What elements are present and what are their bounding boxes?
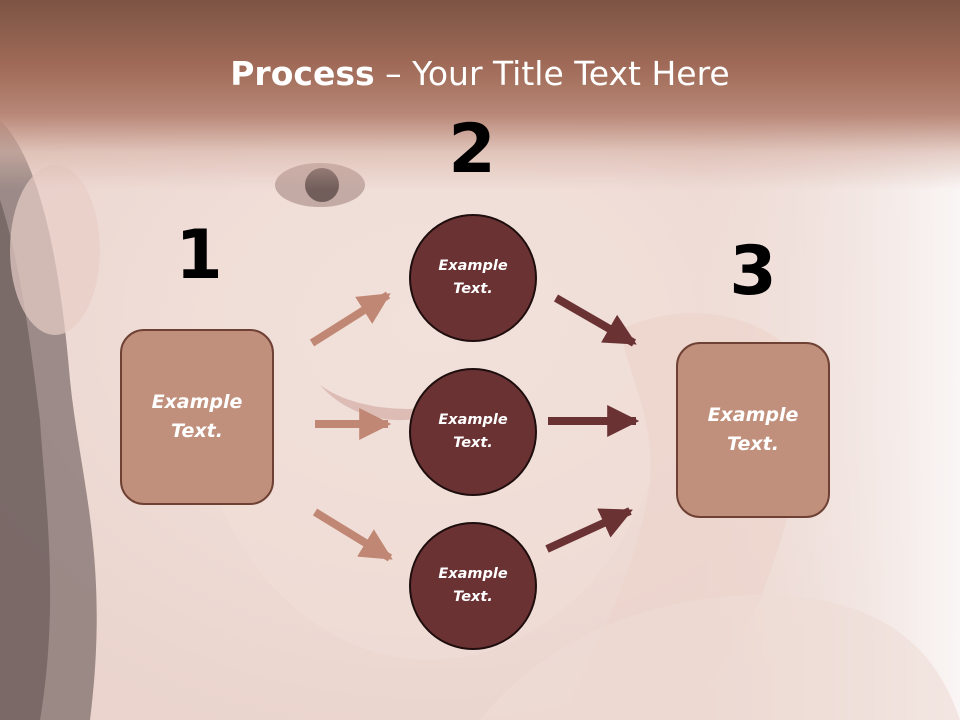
step-1-label: Example Text. (151, 391, 243, 442)
step-3-label: Example Text. (707, 404, 799, 455)
title-bold: Process (230, 54, 375, 93)
title-rest: – Your Title Text Here (374, 54, 730, 93)
step-1-box: Example Text. (120, 329, 274, 505)
header-band (0, 0, 960, 190)
step-2-number: 2 (448, 110, 496, 189)
step-2-circle-middle: Example Text. (409, 368, 537, 496)
step-2-circle-top: Example Text. (409, 214, 537, 342)
step-3-box: Example Text. (676, 342, 830, 518)
arrow-bottom-to-3 (545, 507, 633, 553)
step-3-number: 3 (729, 232, 777, 311)
circle-bottom-label: Example Text. (438, 566, 508, 605)
circle-top-label: Example Text. (438, 258, 508, 297)
step-2-circle-bottom: Example Text. (409, 522, 537, 650)
arrow-top-to-3 (554, 294, 637, 347)
circle-middle-label: Example Text. (438, 412, 508, 451)
arrow-1-to-top (309, 291, 391, 347)
step-1-number: 1 (175, 216, 223, 295)
slide-title: Process – Your Title Text Here (0, 52, 960, 96)
arrow-1-to-bottom (312, 508, 393, 562)
